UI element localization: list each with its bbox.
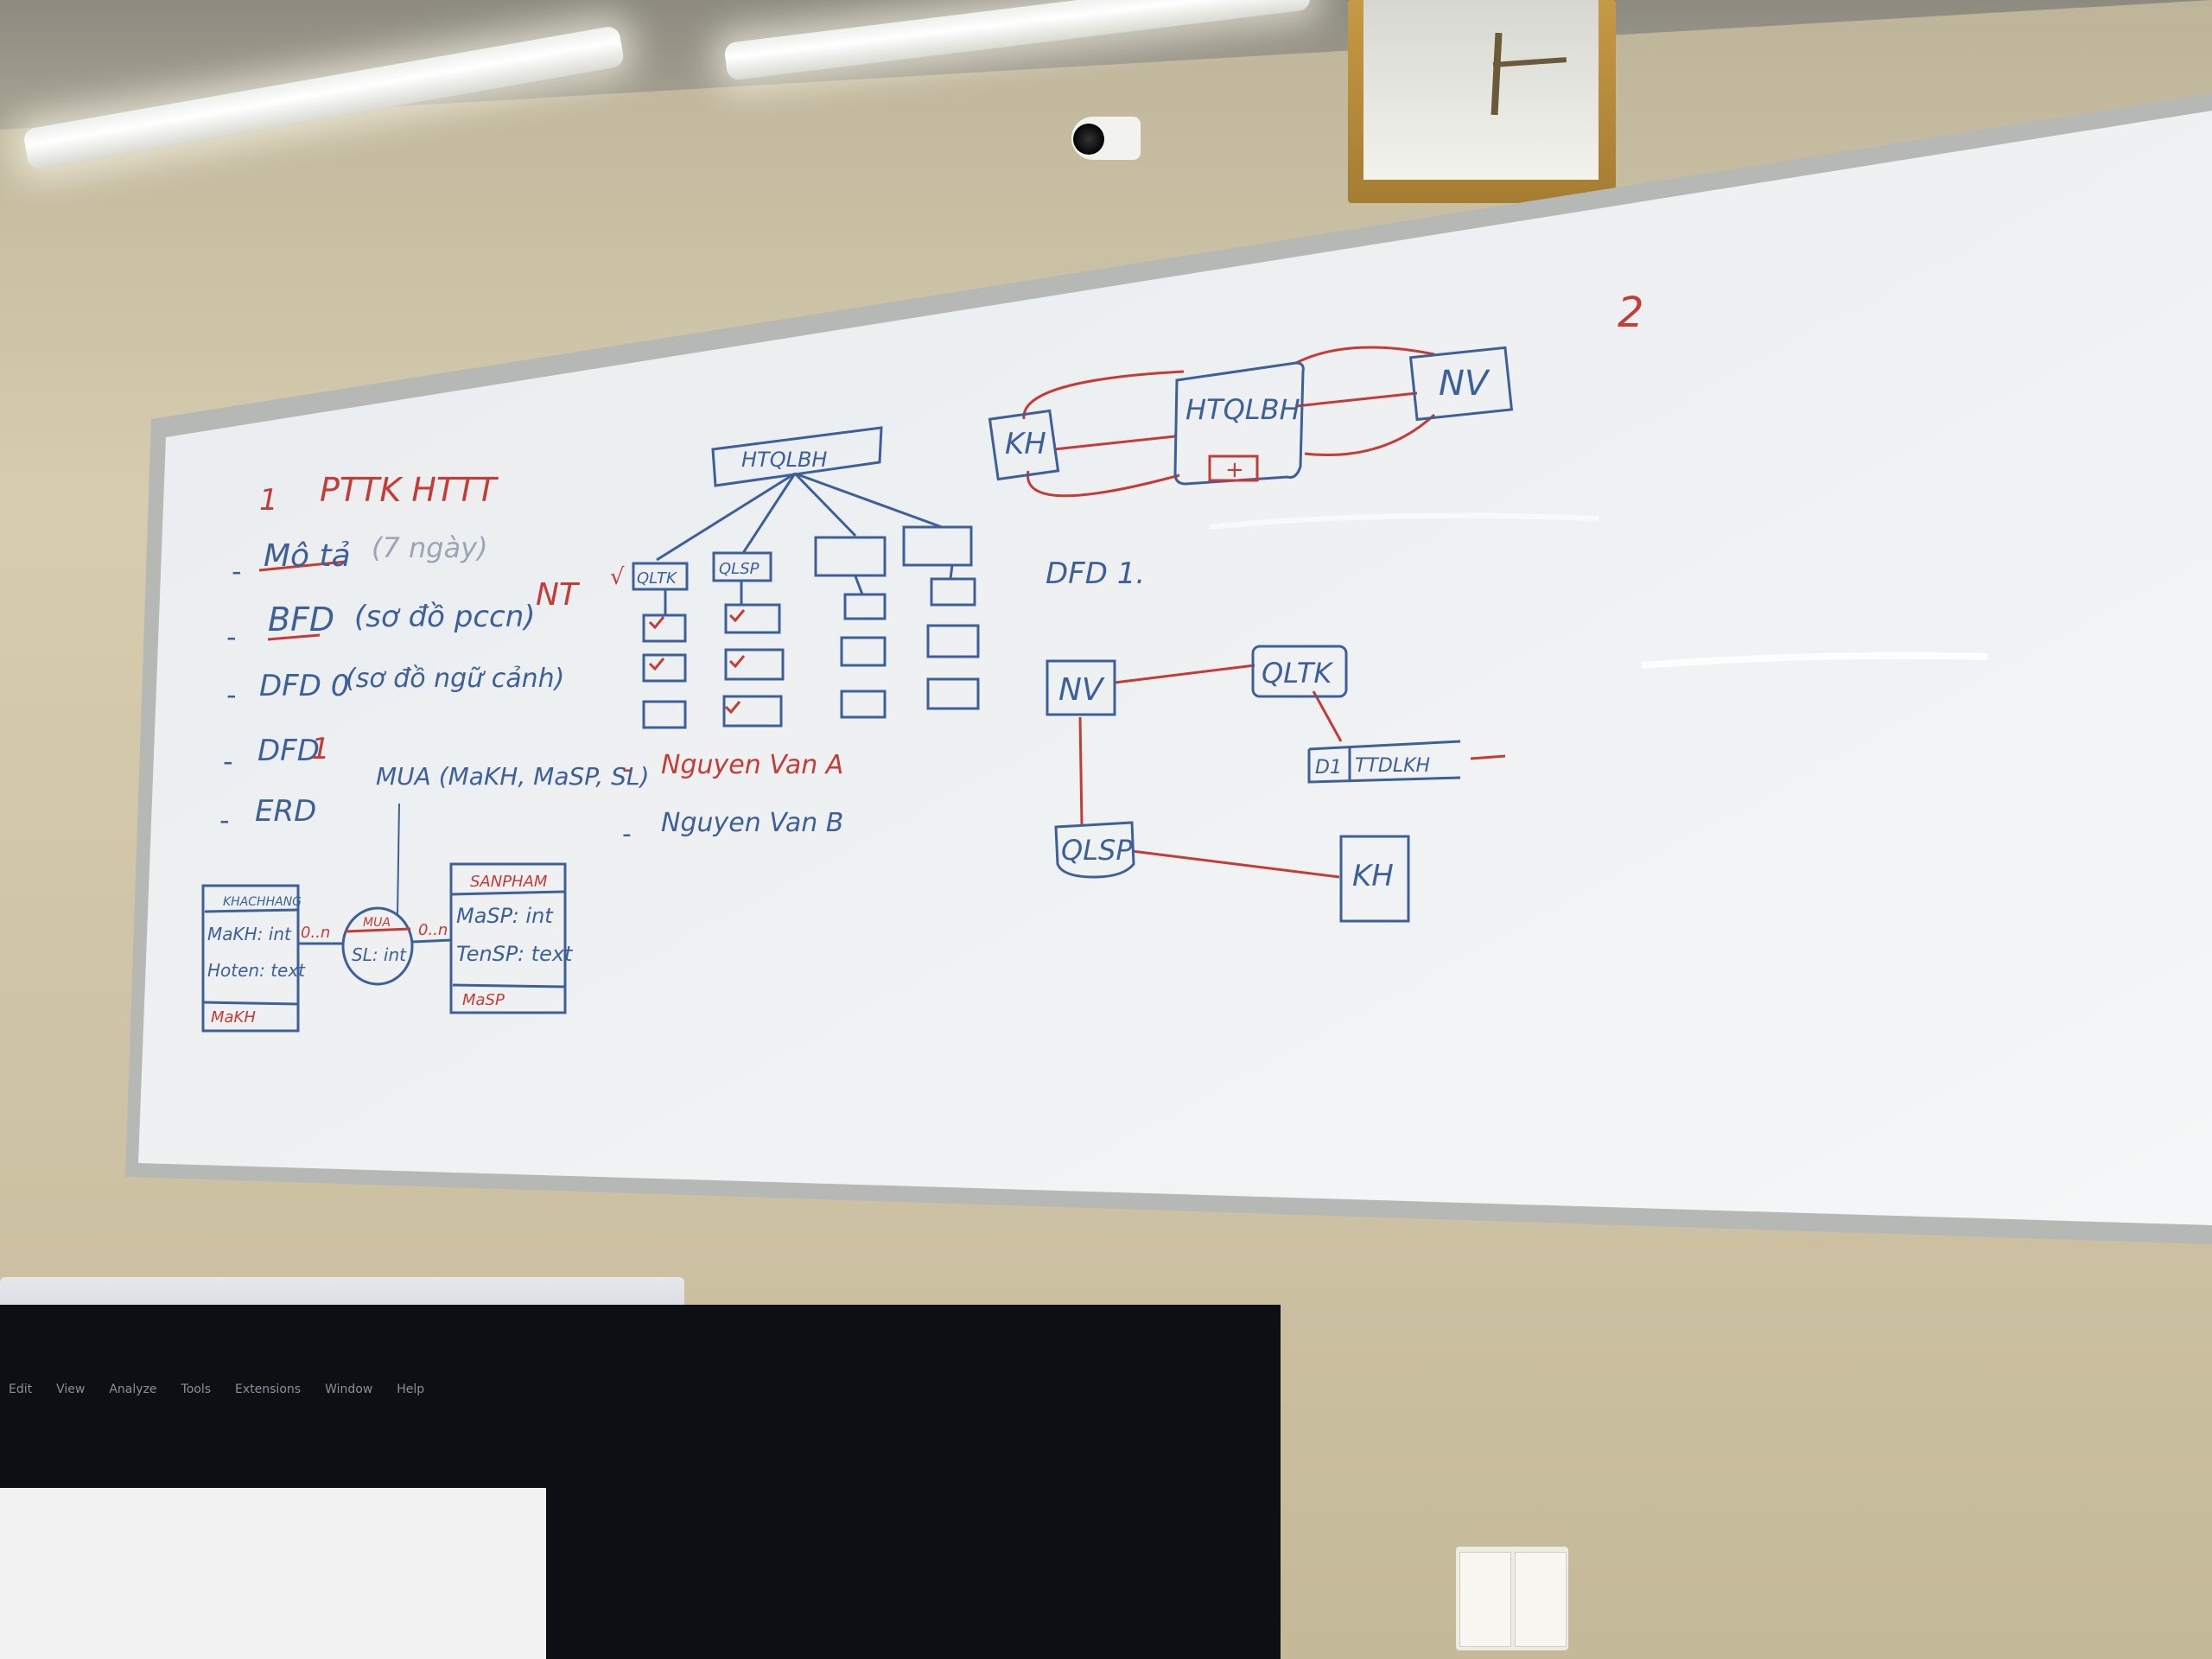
power-outlet [1456,1547,1568,1650]
erd-right-row: MaSP: int [456,904,554,928]
erd-left-key: MaKH [211,1008,256,1027]
bfd-check: √ [610,564,625,590]
agenda-note: (sơ đồ pccn) [354,600,536,634]
erd-left-row: Hoten: text [207,960,306,981]
agenda-item: BFD [268,601,334,639]
dfd1-title: DFD 1. [1046,556,1145,591]
erd-relationship-top: MUA [363,916,391,930]
context-right: NV [1439,364,1491,404]
menu-item[interactable]: Window [325,1382,373,1396]
dfd1-node: NV [1058,672,1105,708]
security-camera [1071,108,1158,162]
menu-item[interactable]: Analyze [109,1382,157,1396]
erd-right-title: SANPHAM [470,873,548,891]
menu-item[interactable]: Help [397,1382,425,1396]
wall-clock [1348,0,1616,203]
bfd-child: QLSP [719,560,760,578]
monitor-menu-bar: Edit View Analyze Tools Extensions Windo… [0,1372,683,1407]
erd-left-row: MaKH: int [207,924,292,944]
agenda-bullet: - [219,804,230,836]
erd-right-row: TenSP: text [456,942,574,966]
name-bullet: - [622,754,632,785]
menu-item[interactable]: View [56,1382,86,1396]
heading-number: 1 [259,483,278,518]
agenda-mark: 1 [311,732,330,766]
name-bullet: - [622,819,632,849]
agenda-heading: PTTK HTTT [320,471,499,509]
agenda-bullet: - [223,745,233,778]
erd-relationship-attr: SL: int [352,944,407,965]
menu-item[interactable]: Edit [9,1382,33,1396]
dfd1-node: QLSP [1061,834,1133,867]
agenda-item: Mô tả [264,538,351,574]
dfd1-store-id: D1 [1315,757,1342,779]
context-center: HTQLBH [1185,393,1300,426]
agenda-bullet: - [226,678,237,711]
page-number: 2 [1618,289,1644,337]
agenda-note: (sơ đồ ngữ cảnh) [346,664,564,694]
erd-right-key: MaSP [462,991,505,1009]
bfd-child: QLTK [637,569,677,588]
dfd1-store-name: TTDLKH [1355,755,1430,777]
agenda-bullet: - [232,555,242,588]
board-surface [138,111,2212,1225]
dfd1-node: QLTK [1262,657,1334,690]
name-item: Nguyen Van B [661,808,843,838]
context-center-mark: + [1225,457,1244,483]
agenda-extra: NT [536,577,581,613]
agenda-note: (7 ngày) [372,531,488,564]
agenda-item: ERD [255,794,316,829]
erd-left-title: KHACHHANG [223,895,302,909]
bfd-root: HTQLBH [741,448,827,472]
menu-item[interactable]: Extensions [235,1382,302,1396]
agenda-item: DFD [257,734,320,768]
menu-item[interactable]: Tools [181,1382,212,1396]
agenda-bullet: - [226,620,237,653]
agenda-item: DFD 0 [259,669,349,703]
name-item: Nguyen Van A [661,750,843,780]
context-left: KH [1005,427,1046,461]
erd-cardinality-left: 0..n [301,924,330,942]
relation-note: MUA (MaKH, MaSP, SL) [376,762,649,791]
monitor-screen-panel [0,1488,546,1659]
dfd1-node: KH [1352,859,1394,893]
erd-cardinality-right: 0..n [418,921,448,939]
